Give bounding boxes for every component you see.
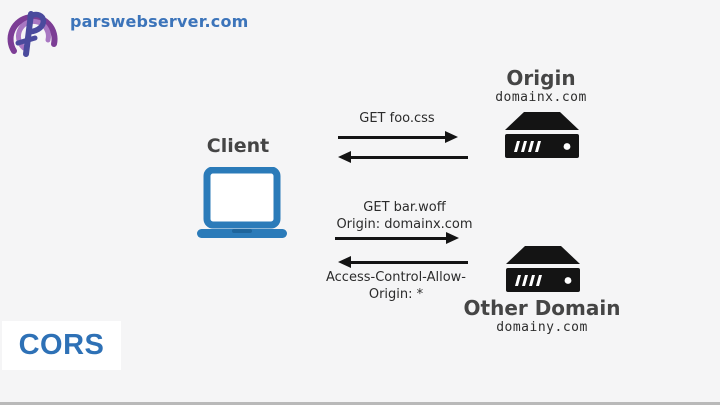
cors-badge-label: CORS (18, 329, 105, 361)
origin-server-label: Origin (506, 66, 576, 90)
request1-label: GET foo.css (359, 111, 435, 126)
arrow-head-right-icon (445, 131, 458, 143)
arrow-head-left-icon (338, 151, 351, 163)
other-domain-label: Other Domain (463, 296, 621, 320)
cors-badge: CORS (2, 321, 121, 370)
request1-arrow (338, 131, 458, 143)
bottom-strip (0, 402, 720, 405)
origin-server-domain: domainx.com (495, 90, 587, 105)
request2-line2: Origin: domainx.com (336, 217, 473, 232)
arrow-shaft (351, 155, 468, 159)
laptop-icon (197, 167, 287, 238)
arrow-shaft (338, 135, 445, 139)
arrow-head-left-icon (338, 256, 351, 268)
client-label: Client (206, 135, 270, 157)
parswebserver-logo-icon (7, 11, 58, 57)
server-icon-other-domain (506, 246, 580, 292)
brand: parswebserver.com (4, 4, 249, 62)
request2-label: GET bar.woff Origin: domainx.com (317, 199, 492, 233)
arrow-shaft (335, 236, 446, 240)
request2-arrow (335, 232, 459, 244)
response1-arrow (338, 151, 468, 163)
other-domain-domain: domainy.com (496, 320, 588, 335)
response2-arrow (338, 256, 468, 268)
response2-label: Access-Control-Allow-Origin: * (326, 270, 466, 302)
server-icon-origin (505, 112, 579, 158)
arrow-shaft (351, 260, 468, 264)
arrow-head-right-icon (446, 232, 459, 244)
brand-site-name: parswebserver.com (70, 12, 249, 31)
request2-line1: GET bar.woff (363, 200, 446, 215)
